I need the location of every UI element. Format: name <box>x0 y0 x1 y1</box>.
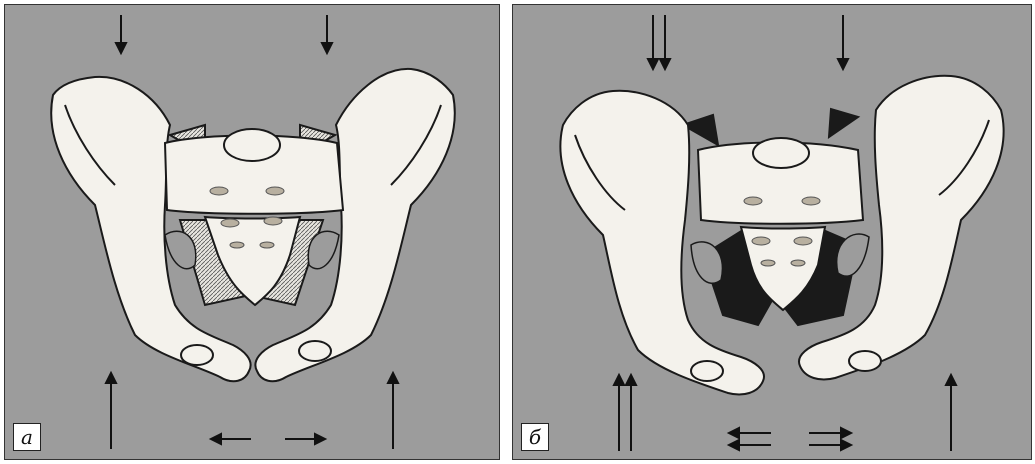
down-arrow-icon <box>116 15 126 53</box>
pelvis-bones-a <box>51 69 455 381</box>
right-arrow-icon <box>809 428 851 450</box>
left-arrow-icon <box>729 428 771 450</box>
pelvis-diagram-b <box>513 5 1032 460</box>
up-arrow-icon <box>614 375 636 451</box>
up-arrow-icon <box>106 373 116 449</box>
down-arrow-icon <box>838 15 848 69</box>
panel-label-a: а <box>13 423 41 451</box>
right-arrow-icon <box>285 434 325 444</box>
pelvis-bones-b <box>560 76 1003 395</box>
panel-a: а <box>4 4 500 460</box>
pelvis-diagram-a <box>5 5 500 460</box>
panel-b: б <box>512 4 1032 460</box>
down-arrow-icon <box>322 15 332 53</box>
down-arrow-icon <box>648 15 670 69</box>
panel-label-b: б <box>521 423 549 451</box>
up-arrow-icon <box>388 373 398 449</box>
left-arrow-icon <box>211 434 251 444</box>
up-arrow-icon <box>946 375 956 451</box>
